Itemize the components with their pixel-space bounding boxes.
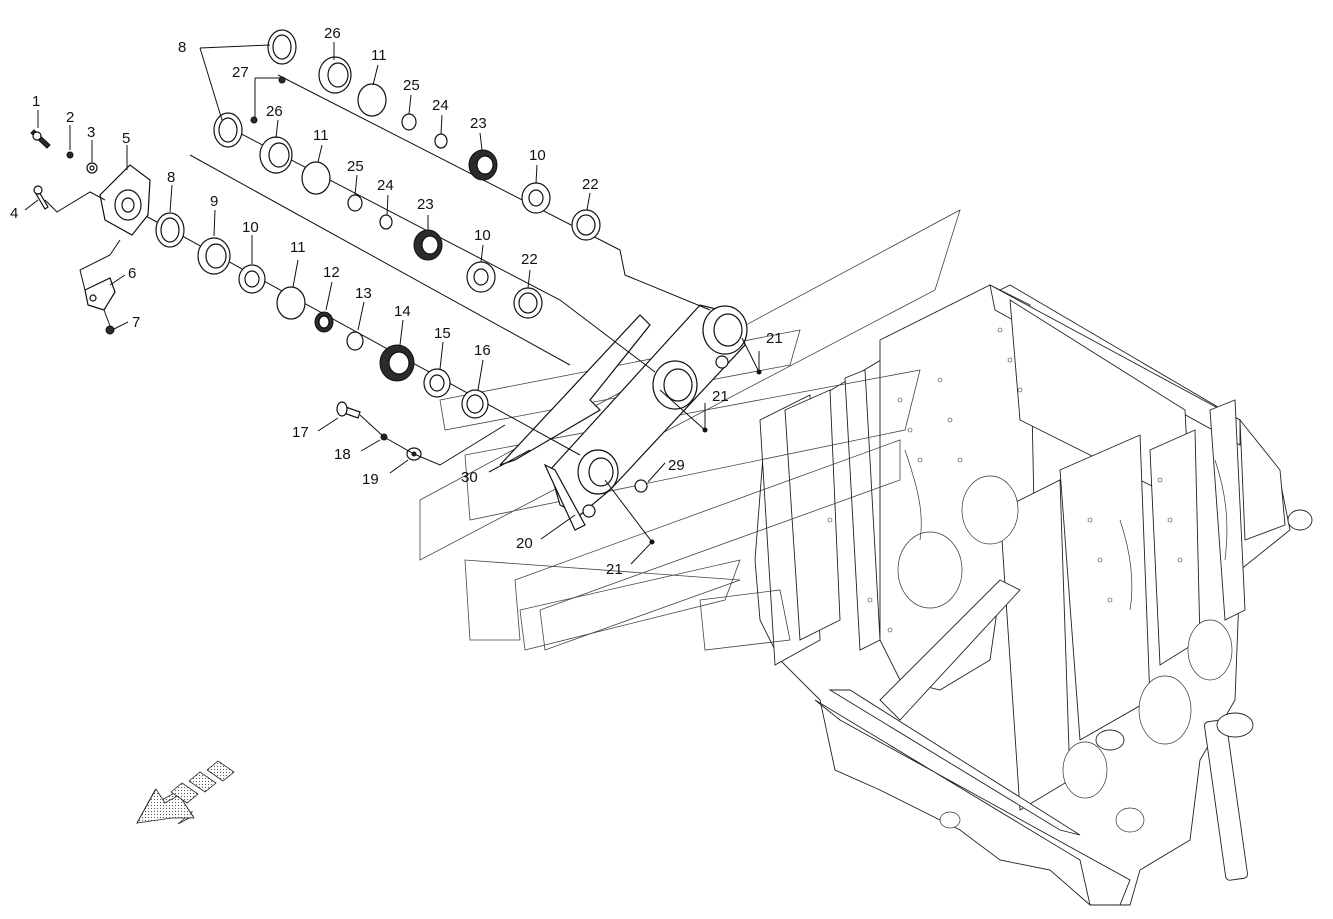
callout-27: 27 bbox=[232, 64, 249, 81]
middle-bearing-row bbox=[213, 76, 656, 373]
callout-23-top: 23 bbox=[470, 115, 487, 132]
callout-4: 4 bbox=[10, 205, 18, 222]
callout-26-middle: 26 bbox=[266, 103, 283, 120]
callout-25-middle: 25 bbox=[347, 158, 364, 175]
callout-24-top: 24 bbox=[432, 97, 449, 114]
callout-leaders bbox=[24, 42, 762, 565]
callout-22-middle: 22 bbox=[521, 251, 538, 268]
callout-30: 30 bbox=[461, 469, 478, 486]
callout-10-lower: 10 bbox=[242, 219, 259, 236]
callout-23-middle: 23 bbox=[417, 196, 434, 213]
callout-16: 16 bbox=[474, 342, 491, 359]
upper-bearing-row bbox=[267, 29, 711, 311]
callout-13: 13 bbox=[355, 285, 372, 302]
callout-14: 14 bbox=[394, 303, 411, 320]
lower-bearing-row bbox=[99, 154, 581, 456]
callout-5: 5 bbox=[122, 130, 130, 147]
callout-21-bottom: 21 bbox=[606, 561, 623, 578]
callout-15: 15 bbox=[434, 325, 451, 342]
callout-1: 1 bbox=[32, 93, 40, 110]
callout-29: 29 bbox=[668, 457, 685, 474]
callout-11-top: 11 bbox=[371, 47, 387, 64]
callout-7: 7 bbox=[132, 314, 140, 331]
callout-19: 19 bbox=[362, 471, 379, 488]
callout-21-top: 21 bbox=[766, 330, 783, 347]
machine-frame bbox=[754, 284, 1313, 906]
callout-20: 20 bbox=[516, 535, 533, 552]
callout-9: 9 bbox=[210, 193, 218, 210]
callout-labels: 1 2 3 4 5 6 7 8 8 9 10 10 10 11 11 11 12… bbox=[10, 25, 783, 578]
callout-8-lower: 8 bbox=[167, 169, 175, 186]
callout-25-top: 25 bbox=[403, 77, 420, 94]
callout-8-top: 8 bbox=[178, 39, 186, 56]
callout-21-middle: 21 bbox=[712, 388, 729, 405]
callout-2: 2 bbox=[66, 109, 74, 126]
callout-17: 17 bbox=[292, 424, 309, 441]
callout-3: 3 bbox=[87, 124, 95, 141]
forward-direction-arrow-icon bbox=[136, 760, 235, 825]
rocker-arm-assembly bbox=[499, 304, 748, 531]
callout-12: 12 bbox=[323, 264, 340, 281]
fasteners bbox=[30, 129, 506, 466]
callout-18: 18 bbox=[334, 446, 351, 463]
callout-10-middle: 10 bbox=[474, 227, 491, 244]
callout-11-middle: 11 bbox=[313, 127, 329, 144]
callout-6: 6 bbox=[128, 265, 136, 282]
callout-22-top: 22 bbox=[582, 176, 599, 193]
callout-26-top: 26 bbox=[324, 25, 341, 42]
callout-11-lower: 11 bbox=[290, 239, 306, 256]
callout-24-middle: 24 bbox=[377, 177, 394, 194]
callout-10-top: 10 bbox=[529, 147, 546, 164]
